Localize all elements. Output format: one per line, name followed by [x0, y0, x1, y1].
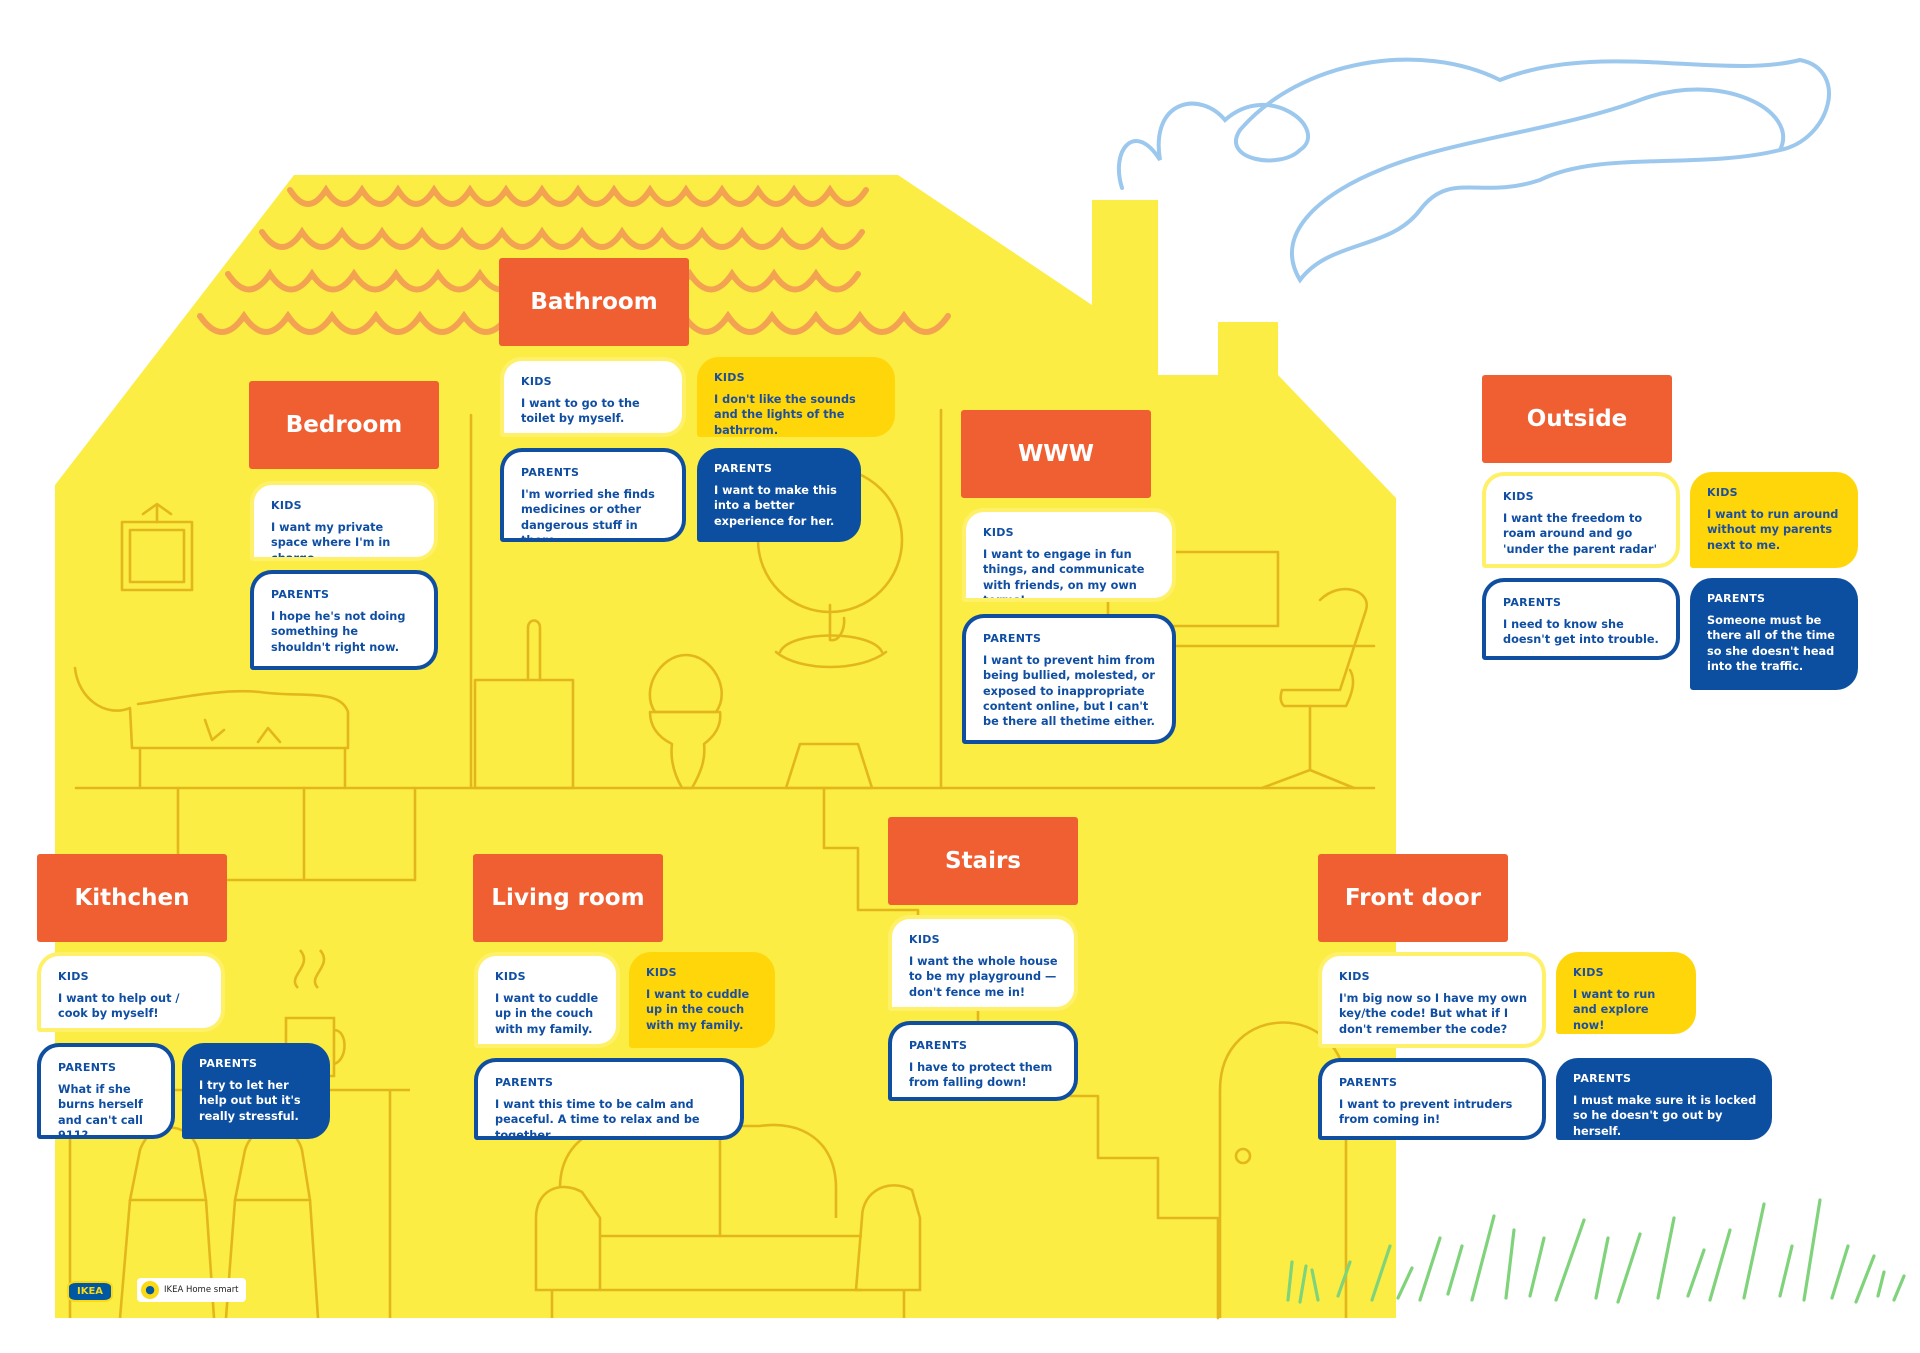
room-label-living-room: Living room: [473, 854, 663, 942]
card-tag: KIDS: [909, 933, 940, 946]
card-text: I must make sure it is locked so he does…: [1573, 1094, 1757, 1138]
card-tag: KIDS: [1339, 970, 1370, 983]
card-tag: PARENTS: [714, 462, 773, 475]
card-text: I want to run around without my parents …: [1707, 508, 1839, 552]
room-label-outside: Outside: [1482, 375, 1672, 463]
kids-card-kitchen: KIDS I want to help out / cook by myself…: [37, 952, 225, 1032]
parents-card-front-door-1: PARENTS I want to prevent intruders from…: [1318, 1058, 1546, 1140]
card-text: I'm worried she finds medicines or other…: [521, 488, 655, 542]
ikea-home-smart-label: IKEA Home smart: [164, 1285, 239, 1295]
parents-card-living-room: PARENTS I want this time to be calm and …: [474, 1058, 744, 1140]
card-text: I want my private space where I'm in cha…: [271, 521, 391, 561]
card-tag: KIDS: [58, 970, 89, 983]
card-tag: KIDS: [1707, 486, 1738, 499]
card-tag: PARENTS: [909, 1039, 968, 1052]
kids-card-bathroom-2: KIDS I don't like the sounds and the lig…: [697, 357, 895, 437]
card-text: I want to prevent intruders from coming …: [1339, 1098, 1513, 1127]
room-label-www: WWW: [961, 410, 1151, 498]
ikea-home-smart-logo: ● IKEA Home smart: [137, 1278, 246, 1302]
card-text: I'm big now so I have my own key/the cod…: [1339, 992, 1528, 1036]
card-tag: KIDS: [1503, 490, 1534, 503]
parents-card-stairs: PARENTS I have to protect them from fall…: [888, 1021, 1078, 1101]
card-tag: KIDS: [521, 375, 552, 388]
kids-card-outside-2: KIDS I want to run around without my par…: [1690, 472, 1858, 568]
lightbulb-icon: ●: [141, 1281, 159, 1299]
parents-card-kitchen-2: PARENTS I try to let her help out but it…: [182, 1043, 330, 1139]
card-text: I want the freedom to roam around and go…: [1503, 512, 1658, 556]
card-text: I want to make this into a better experi…: [714, 484, 837, 528]
parents-card-bathroom-2: PARENTS I want to make this into a bette…: [697, 448, 861, 542]
card-tag: PARENTS: [1573, 1072, 1632, 1085]
house-shape: [55, 175, 1396, 1318]
room-label-front-door: Front door: [1318, 854, 1508, 942]
card-tag: KIDS: [714, 371, 745, 384]
card-tag: KIDS: [495, 970, 526, 983]
card-tag: PARENTS: [1503, 596, 1562, 609]
parents-card-bathroom-1: PARENTS I'm worried she finds medicines …: [500, 448, 686, 542]
card-tag: KIDS: [271, 499, 302, 512]
kids-card-living-room-1: KIDS I want to cuddle up in the couch wi…: [474, 952, 620, 1048]
card-text: I want this time to be calm and peaceful…: [495, 1098, 700, 1140]
parents-card-kitchen-1: PARENTS What if she burns herself and ca…: [37, 1043, 175, 1139]
card-text: Someone must be there all of the time so…: [1707, 614, 1835, 674]
kids-card-stairs: KIDS I want the whole house to be my pla…: [888, 915, 1078, 1011]
card-text: What if she burns herself and can't call…: [58, 1083, 143, 1139]
card-text: I want to help out / cook by myself!: [58, 992, 180, 1021]
card-tag: PARENTS: [521, 466, 580, 479]
card-text: I want to run and explore now!: [1573, 988, 1656, 1032]
grass-strokes: [1286, 1198, 1906, 1304]
smoke-squiggle: [1116, 57, 1831, 284]
card-tag: PARENTS: [983, 632, 1042, 645]
kids-card-living-room-2: KIDS I want to cuddle up in the couch wi…: [629, 952, 775, 1048]
card-text: I have to protect them from falling down…: [909, 1061, 1053, 1090]
parents-card-front-door-2: PARENTS I must make sure it is locked so…: [1556, 1058, 1772, 1140]
card-text: I want to go to the toilet by myself.: [521, 397, 640, 426]
room-label-bedroom: Bedroom: [249, 381, 439, 469]
card-tag: PARENTS: [271, 588, 330, 601]
parents-card-bedroom: PARENTS I hope he's not doing something …: [250, 570, 438, 670]
card-text: I want to engage in fun things, and comm…: [983, 548, 1145, 602]
card-tag: PARENTS: [199, 1057, 258, 1070]
card-text: I don't like the sounds and the lights o…: [714, 393, 856, 437]
parents-card-outside-1: PARENTS I need to know she doesn't get i…: [1482, 578, 1680, 660]
room-label-kitchen: Kithchen: [37, 854, 227, 942]
card-tag: KIDS: [646, 966, 677, 979]
ikea-logo: IKEA: [67, 1281, 113, 1302]
kids-card-front-door-1: KIDS I'm big now so I have my own key/th…: [1318, 952, 1546, 1048]
card-tag: PARENTS: [1339, 1076, 1398, 1089]
kids-card-outside-1: KIDS I want the freedom to roam around a…: [1482, 472, 1680, 568]
card-tag: PARENTS: [1707, 592, 1766, 605]
card-text: I want the whole house to be my playgrou…: [909, 955, 1058, 999]
card-text: I want to cuddle up in the couch with my…: [646, 988, 750, 1032]
room-label-bathroom: Bathroom: [499, 258, 689, 346]
kids-card-bedroom: KIDS I want my private space where I'm i…: [250, 481, 438, 561]
card-text: I want to cuddle up in the couch with my…: [495, 992, 599, 1036]
card-tag: KIDS: [983, 526, 1014, 539]
living-room-outlines: [534, 1123, 922, 1318]
card-tag: PARENTS: [58, 1061, 117, 1074]
card-text: I try to let her help out but it's reall…: [199, 1079, 301, 1123]
parents-card-www: PARENTS I want to prevent him from being…: [962, 614, 1176, 744]
card-tag: KIDS: [1573, 966, 1604, 979]
card-tag: PARENTS: [495, 1076, 554, 1089]
kids-card-front-door-2: KIDS I want to run and explore now!: [1556, 952, 1696, 1034]
parents-card-outside-2: PARENTS Someone must be there all of the…: [1690, 578, 1858, 690]
room-label-stairs: Stairs: [888, 817, 1078, 905]
card-text: I need to know she doesn't get into trou…: [1503, 618, 1659, 647]
card-text: I hope he's not doing something he shoul…: [271, 610, 406, 654]
kids-card-bathroom-1: KIDS I want to go to the toilet by mysel…: [500, 357, 686, 437]
card-text: I want to prevent him from being bullied…: [983, 654, 1156, 729]
kids-card-www: KIDS I want to engage in fun things, and…: [962, 508, 1176, 602]
